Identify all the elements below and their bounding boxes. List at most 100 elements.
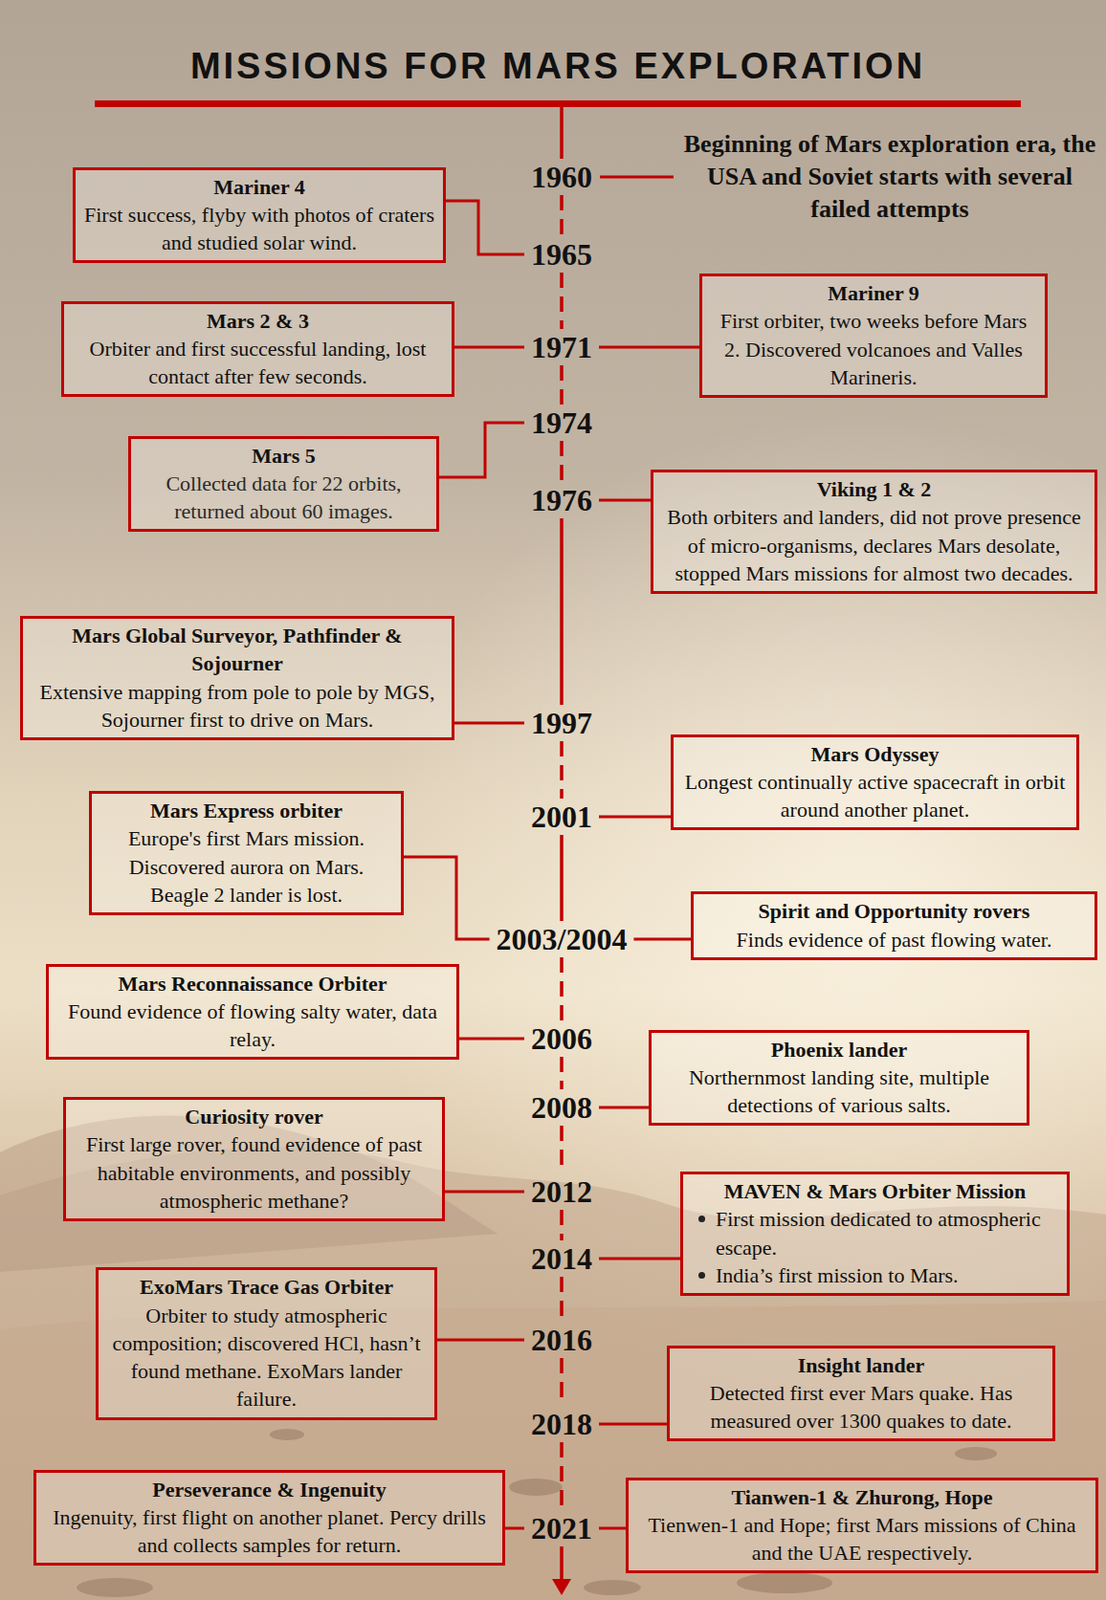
year-label: 1974 [530, 407, 593, 439]
mission-description: Longest continually active spacecraft in… [681, 768, 1069, 825]
mission-description: Detected first ever Mars quake. Has meas… [677, 1379, 1045, 1437]
mission-box: Mars Global Surveyor, Pathfinder & Sojou… [20, 616, 455, 741]
mission-description: Finds evidence of past flowing water. [701, 926, 1087, 954]
mission-box: Viking 1 & 2Both orbiters and landers, d… [650, 469, 1098, 595]
title-rule [94, 100, 1021, 108]
mission-description: Found evidence of flowing salty water, d… [56, 997, 449, 1055]
year-label: 2012 [530, 1176, 593, 1208]
mission-description: Orbiter to study atmospheric composition… [106, 1302, 427, 1415]
leader-line [633, 938, 691, 942]
timeline-axis [559, 1057, 564, 1090]
year-label: 1971 [530, 331, 593, 363]
mission-name: Phoenix lander [659, 1036, 1019, 1064]
timeline-axis [559, 1547, 564, 1583]
mission-description: Both orbiters and landers, did not prove… [661, 503, 1087, 588]
timeline-axis [559, 195, 564, 237]
mission-box: Mars OdysseyLongest continually active s… [670, 734, 1080, 832]
bullet-dot [698, 1272, 706, 1280]
mission-box: MAVEN & Mars Orbiter MissionFirst missio… [680, 1172, 1070, 1297]
leader-line [598, 1423, 667, 1427]
mission-description: First large rover, found evidence of pas… [73, 1130, 435, 1216]
timeline-axis [559, 1210, 564, 1241]
timeline-axis [559, 272, 564, 330]
mission-box: Curiosity roverFirst large rover, found … [63, 1097, 445, 1222]
bullet-dot [698, 1216, 706, 1223]
era-note: Beginning of Mars exploration era, the U… [679, 128, 1101, 225]
timeline-axis [559, 1442, 564, 1511]
mission-name: Mars 2 & 3 [71, 307, 444, 335]
leader-line [599, 176, 674, 179]
mission-box: Phoenix landerNorthernmost landing site,… [648, 1030, 1030, 1128]
mission-box: Mars 2 & 3Orbiter and first successful l… [61, 301, 455, 399]
mission-description: Orbiter and first successful landing, lo… [71, 334, 444, 392]
mission-name: Perseverance & Ingenuity [44, 1476, 495, 1505]
leader-line [454, 722, 525, 726]
leader-line [598, 1527, 626, 1531]
mission-name: Mars Odyssey [681, 740, 1069, 769]
mission-name: Mars 5 [138, 442, 429, 470]
mission-box: Mars Reconnaissance OrbiterFound evidenc… [45, 964, 460, 1062]
mission-description: Collected data for 22 orbits, returned a… [138, 469, 429, 527]
leader-line [445, 200, 525, 255]
mission-description: Europe's first Mars mission. Discovered … [99, 824, 394, 909]
year-label: 1976 [530, 485, 593, 516]
mission-box: Perseverance & IngenuityIngenuity, first… [33, 1470, 506, 1568]
leader-line [403, 857, 490, 940]
mission-name: Curiosity rover [73, 1103, 435, 1131]
timeline-axis [559, 1126, 564, 1174]
year-label: 2003/2004 [496, 924, 628, 955]
mission-name: Tianwen-1 & Zhurong, Hope [636, 1483, 1088, 1512]
leader-line [598, 1258, 681, 1261]
mission-box: Mars Express orbiterEurope's first Mars … [88, 791, 404, 916]
year-label: 1965 [530, 239, 593, 270]
mission-name: MAVEN & Mars Orbiter Mission [690, 1177, 1060, 1206]
mission-name: Viking 1 & 2 [661, 475, 1087, 504]
mission-name: Mars Express orbiter [99, 796, 394, 825]
leader-line [437, 1339, 525, 1343]
timeline-axis [559, 107, 564, 159]
timeline-arrowhead [552, 1579, 572, 1596]
year-label: 2016 [530, 1325, 593, 1356]
mission-description: Extensive mapping from pole to pole by M… [30, 678, 444, 735]
timeline-axis [559, 441, 564, 483]
mission-name: Mars Reconnaissance Orbiter [56, 970, 449, 998]
mission-name: Mars Global Surveyor, Pathfinder & Sojou… [30, 621, 444, 679]
timeline-axis [559, 741, 564, 799]
year-label: 2018 [530, 1409, 593, 1440]
leader-line [444, 1191, 525, 1195]
leader-line [505, 1527, 525, 1531]
mission-box: Mariner 9First orbiter, two weeks before… [699, 273, 1048, 399]
year-label: 2001 [530, 801, 593, 833]
mission-name: Mariner 4 [83, 173, 436, 201]
year-label: 2014 [530, 1243, 593, 1275]
mission-description: First success, flyby with photos of crat… [83, 200, 436, 258]
mission-description: First mission dedicated to atmospheric e… [690, 1205, 1060, 1262]
year-label: 1960 [530, 161, 593, 193]
timeline-axis [559, 1277, 564, 1323]
mission-name: Mariner 9 [709, 279, 1038, 308]
mission-box: Tianwen-1 & Zhurong, HopeTienwen-1 and H… [625, 1478, 1099, 1575]
timeline-axis [559, 1358, 564, 1407]
leader-line [598, 1106, 649, 1110]
mission-name: Spirit and Opportunity rovers [701, 897, 1087, 926]
leader-line [454, 346, 525, 350]
year-label: 2006 [530, 1023, 593, 1055]
year-label: 1997 [530, 707, 593, 739]
mission-box: ExoMars Trace Gas OrbiterOrbiter to stud… [95, 1267, 438, 1420]
page-title: MISSIONS FOR MARS EXPLORATION [79, 46, 1037, 88]
mission-description: India’s first mission to Mars. [690, 1261, 1060, 1290]
timeline-axis [559, 365, 564, 405]
mission-description: Northernmost landing site, multiple dete… [659, 1063, 1019, 1121]
timeline-axis [559, 835, 564, 922]
mission-box: Mars 5Collected data for 22 orbits, retu… [128, 436, 440, 533]
mission-box: Mariner 4First success, flyby with photo… [72, 167, 446, 265]
mission-box: Spirit and Opportunity roversFinds evide… [690, 891, 1098, 961]
leader-line [598, 499, 651, 503]
year-label: 2008 [530, 1092, 593, 1124]
leader-line [439, 422, 525, 478]
mission-description: Ingenuity, first flight on another plane… [44, 1504, 495, 1561]
mission-name: Insight lander [677, 1351, 1045, 1380]
year-label: 2021 [530, 1513, 593, 1545]
mission-name: ExoMars Trace Gas Orbiter [106, 1273, 427, 1302]
timeline-axis [559, 957, 564, 1021]
